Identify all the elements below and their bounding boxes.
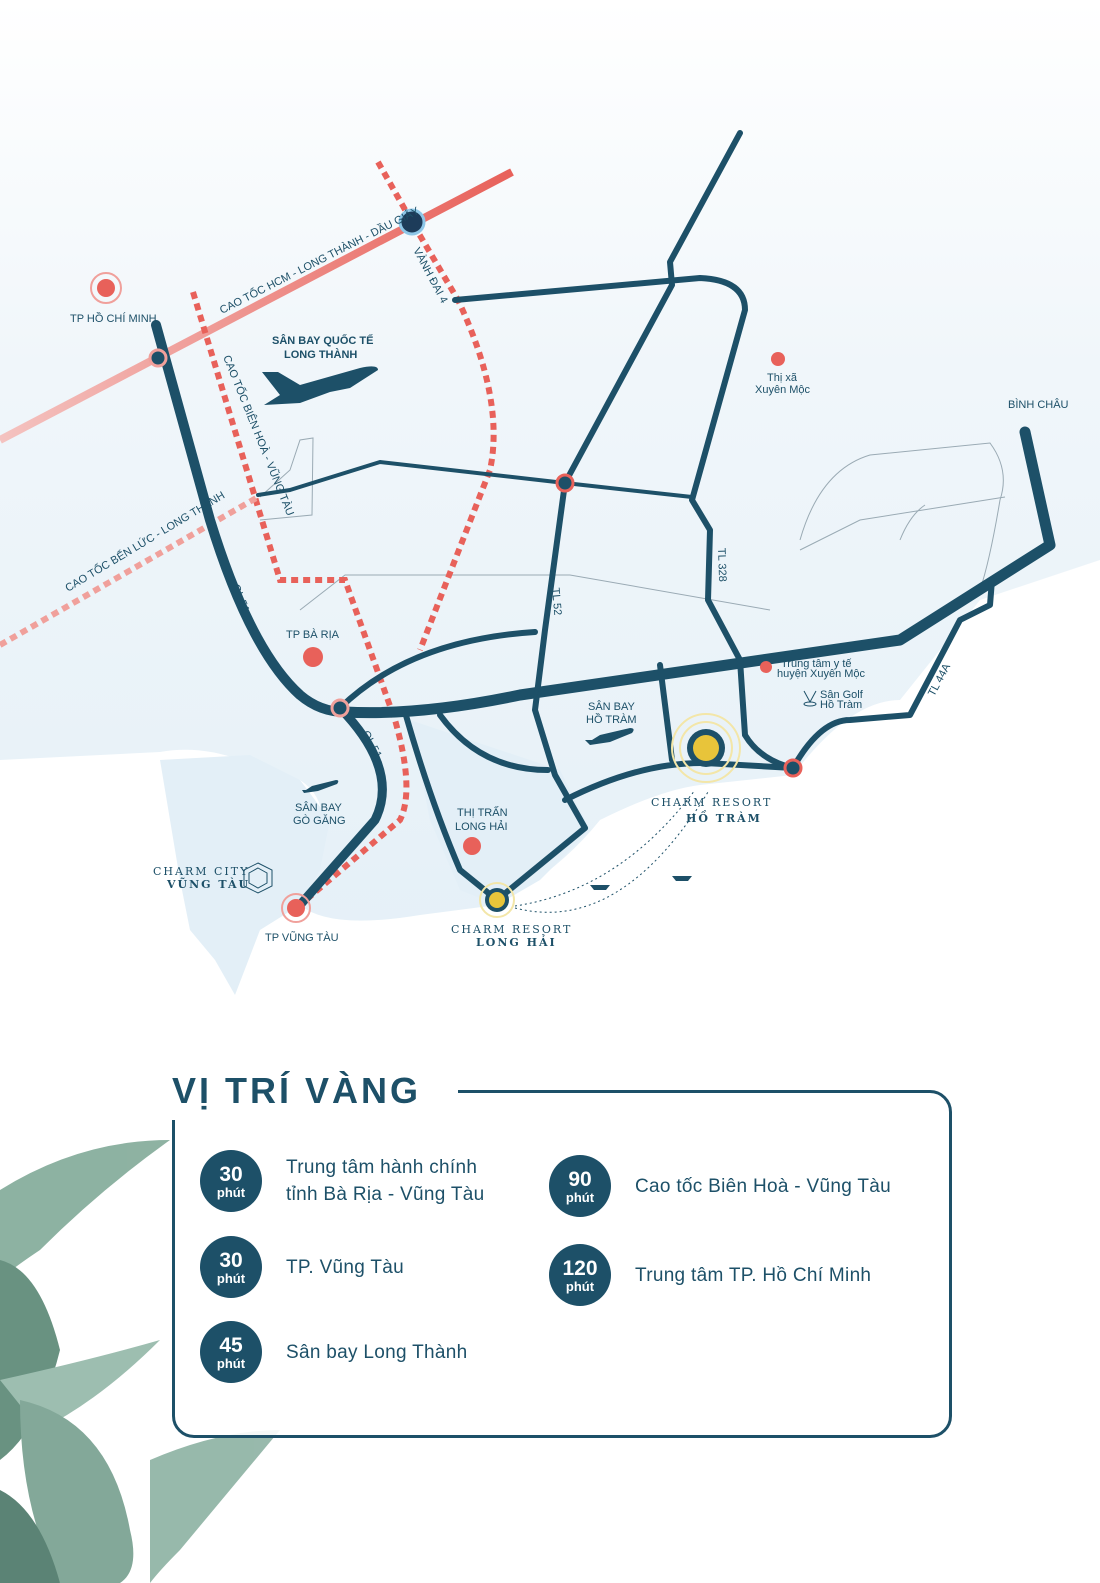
label-ho-tram-airport-2: HỒ TRÀM: [586, 713, 637, 726]
section-title: VỊ TRÍ VÀNG: [172, 1070, 422, 1111]
bien-hoa-vung-tau-road: [190, 291, 410, 908]
vung-tau-peninsula: [160, 755, 330, 995]
minutes-unit: phút: [216, 1184, 246, 1200]
label-vung-tau: TP VŨNG TÀU: [265, 931, 339, 944]
minutes-value: 120: [562, 1256, 598, 1280]
destination-label: Cao tốc Biên Hoà - Vũng Tàu: [635, 1175, 891, 1197]
destination-line-1: Trung tâm hành chính: [286, 1157, 478, 1178]
ql51-road: [151, 320, 350, 717]
label-xuyen-moc: Thị xã: [767, 372, 798, 384]
decorative-leaves: [0, 1140, 280, 1583]
label-golf-2: Hồ Tràm: [820, 699, 862, 711]
label-resort-long-hai: CHARM RESORT: [451, 923, 572, 936]
airplane-icon: [262, 366, 634, 793]
resort-long-hai-marker: [479, 882, 515, 918]
minutes-unit: phút: [216, 1355, 246, 1371]
label-hcm: TP HỒ CHÍ MINH: [70, 312, 157, 325]
road-label-tl328: TL 328: [715, 548, 728, 582]
label-go-gang-airport: SÂN BAY: [295, 801, 343, 814]
minutes-unit: phút: [565, 1278, 595, 1294]
minutes-value: 30: [219, 1248, 243, 1272]
destination-line-2: tỉnh Bà Rịa - Vũng Tàu: [286, 1184, 485, 1205]
label-medical-center: Trung tâm y tế: [781, 658, 852, 670]
minutes-value: 45: [219, 1333, 243, 1357]
destination-label: Trung tâm TP. Hồ Chí Minh: [635, 1264, 872, 1286]
label-charm-city-2: VŨNG TÀU: [166, 877, 250, 891]
minutes-value: 30: [219, 1162, 243, 1186]
golf-icon: [803, 690, 817, 707]
boat-icon: [590, 876, 692, 890]
label-medical-center-2: huyện Xuyên Mộc: [777, 668, 866, 680]
ferry-routes: [514, 789, 709, 913]
label-ho-tram-airport: SÂN BAY: [588, 700, 636, 713]
label-charm-city: CHARM CITY: [153, 865, 249, 878]
location-map: TP HỒ CHÍ MINH SÂN BAY QUỐC TẾ LONG THÀN…: [0, 0, 1100, 1060]
label-xuyen-moc-2: Xuyên Mộc: [755, 384, 811, 396]
label-ba-ria: TP BÀ RỊA: [286, 628, 340, 641]
label-binh-chau: BÌNH CHÂU: [1008, 398, 1069, 411]
minutes-unit: phút: [216, 1270, 246, 1286]
roads: [151, 130, 1056, 910]
destination-label: TP. Vũng Tàu: [286, 1256, 405, 1278]
resort-ho-tram-marker: [671, 713, 741, 783]
city-markers: [90, 272, 785, 923]
destination-label: Trung tâm hành chính tỉnh Bà Rịa - Vũng T…: [286, 1154, 484, 1208]
label-go-gang-airport-2: GÒ GĂNG: [293, 814, 346, 827]
destination-label: Sân bay Long Thành: [286, 1341, 468, 1363]
tl52-road: [494, 130, 743, 903]
junctions: [148, 208, 803, 778]
label-golf: Sân Golf: [820, 689, 864, 701]
ql55-road: [339, 426, 1056, 719]
charm-city-logo-icon: [243, 862, 273, 894]
label-long-thanh-airport: SÂN BAY QUỐC TẾ: [272, 333, 373, 347]
label-long-thanh-airport-2: LONG THÀNH: [284, 348, 357, 361]
sea: [0, 560, 1100, 1060]
ql51-south-road: [295, 703, 387, 910]
road-label-ql55: QL 55: [519, 685, 550, 701]
minutes-unit: phút: [565, 1189, 595, 1205]
minutes-value: 90: [568, 1167, 592, 1191]
road-label-tl52: TL 52: [549, 587, 563, 616]
label-long-hai-town: THỊ TRẤN: [457, 806, 508, 819]
ben-luc-long-thanh-road: [0, 494, 260, 648]
label-long-hai-town-2: LONG HẢI: [455, 820, 508, 833]
district-boundaries: [259, 437, 1006, 611]
tl328-road: [452, 275, 796, 771]
label-resort-long-hai-2: LONG HẢI: [476, 934, 557, 949]
label-resort-ho-tram: CHARM RESORT: [651, 796, 772, 809]
label-resort-ho-tram-2: HỒ TRÀM: [686, 810, 762, 825]
expressway-hcm-long-thanh-dau-giay: [0, 168, 514, 444]
title-background: [168, 1080, 458, 1120]
